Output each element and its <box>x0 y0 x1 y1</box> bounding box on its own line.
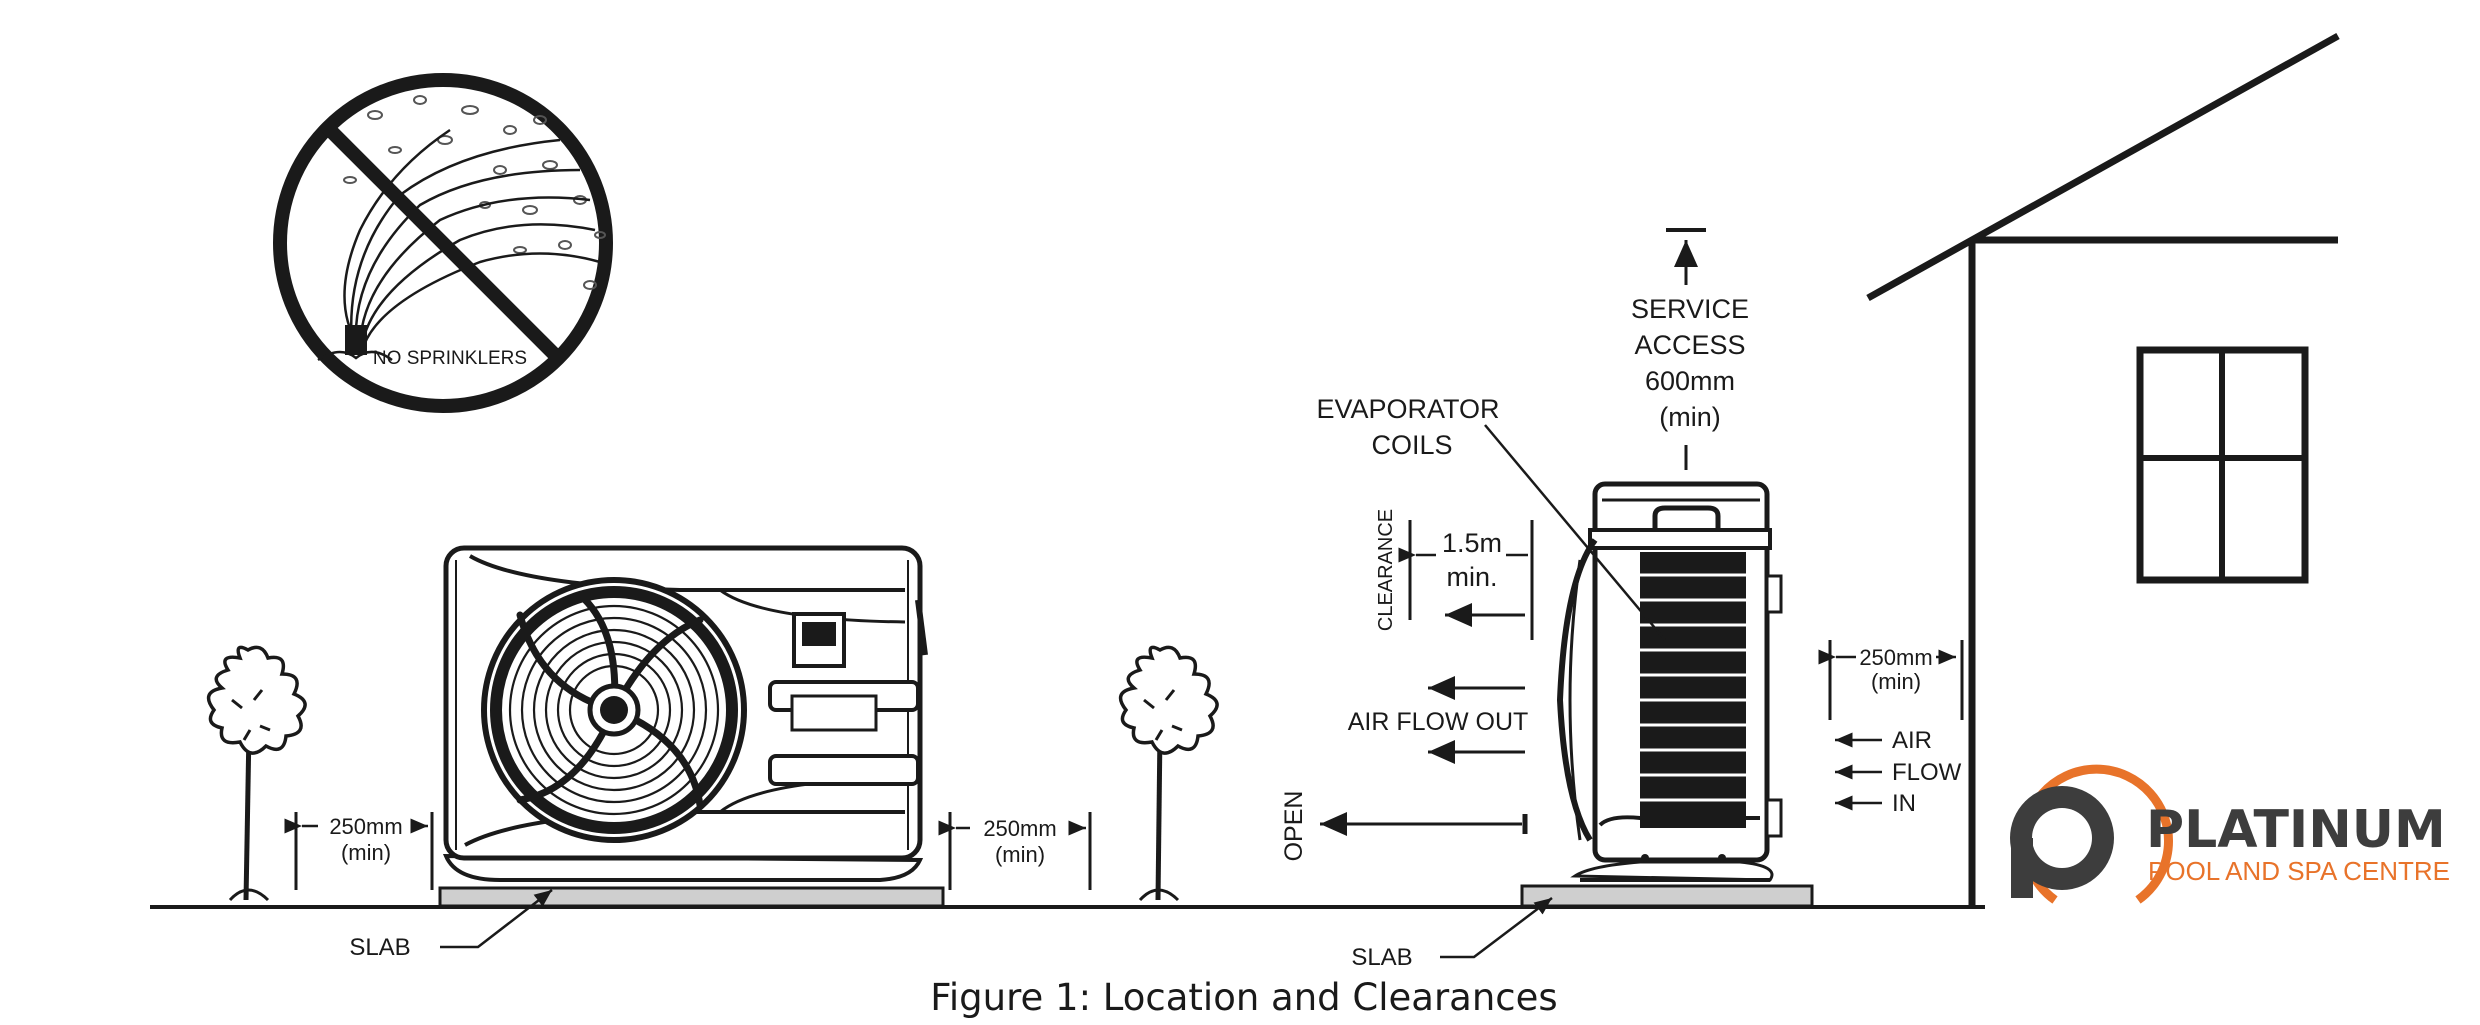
service-line-1: SERVICE <box>1631 294 1749 324</box>
house-wall-illustration <box>1866 32 2340 907</box>
no-sprinklers-icon: NO SPRINKLERS <box>273 73 613 413</box>
service-access-dimension: SERVICE ACCESS 600mm (min) <box>1631 228 1749 470</box>
left-slab-label: SLAB <box>349 934 410 961</box>
figure-caption: Figure 1: Location and Clearances <box>930 976 1557 1019</box>
service-line-2: ACCESS <box>1634 330 1745 360</box>
open-direction: OPEN <box>1280 791 1528 862</box>
service-line-3: 600mm <box>1645 366 1735 396</box>
front-gap-min: (min) <box>995 842 1045 867</box>
service-line-4: (min) <box>1659 402 1721 432</box>
right-slab-label: SLAB <box>1351 944 1412 971</box>
evaporator-line-2: COILS <box>1371 430 1452 460</box>
air-in-line-3: IN <box>1892 790 1916 817</box>
front-gap-value: 250mm <box>983 816 1056 841</box>
right-slab-callout: SLAB <box>1351 897 1553 971</box>
heat-pump-side-view <box>1520 481 1814 908</box>
platinum-p-icon <box>2010 764 2173 904</box>
evaporator-coils-callout: EVAPORATOR COILS <box>1316 394 1666 641</box>
air-flow-out-arrows: AIR FLOW OUT <box>1348 676 1529 764</box>
heat-pump-front-view <box>438 545 945 908</box>
air-flow-out-label: AIR FLOW OUT <box>1348 708 1529 736</box>
wall-clearance-dimension: 250mm (min) <box>1818 640 1964 720</box>
left-gap-value: 250mm <box>329 814 402 839</box>
left-slab-callout: SLAB <box>349 889 553 961</box>
air-in-line-1: AIR <box>1892 727 1932 754</box>
front-clearance-dimension: 250mm (min) <box>938 812 1092 890</box>
middle-tree-illustration <box>1118 645 1219 902</box>
evaporator-line-1: EVAPORATOR <box>1316 394 1499 424</box>
air-in-line-2: FLOW <box>1892 759 1962 786</box>
left-tree-illustration <box>206 645 307 902</box>
logo-name: PLATINUM <box>2146 800 2446 860</box>
right-slab <box>1520 884 1814 908</box>
air-flow-in-arrows: AIR FLOW IN <box>1835 727 1962 817</box>
wall-gap-min: (min) <box>1871 669 1921 694</box>
open-label: OPEN <box>1280 791 1308 862</box>
platinum-logo: PLATINUM POOL AND SPA CENTRE <box>2010 764 2450 904</box>
left-gap-min: (min) <box>341 840 391 865</box>
clearance-value-1: 1.5m <box>1442 528 1502 558</box>
no-sprinklers-label: NO SPRINKLERS <box>373 348 527 369</box>
wall-gap-value: 250mm <box>1859 645 1932 670</box>
left-clearance-dimension: 250mm (min) <box>284 812 434 890</box>
clearance-value-2: min. <box>1446 562 1497 592</box>
logo-tagline: POOL AND SPA CENTRE <box>2148 856 2450 886</box>
clearance-label: CLEARANCE <box>1375 509 1397 631</box>
left-slab <box>438 886 945 908</box>
clearance-dimension: CLEARANCE 1.5m min. <box>1375 509 1534 640</box>
